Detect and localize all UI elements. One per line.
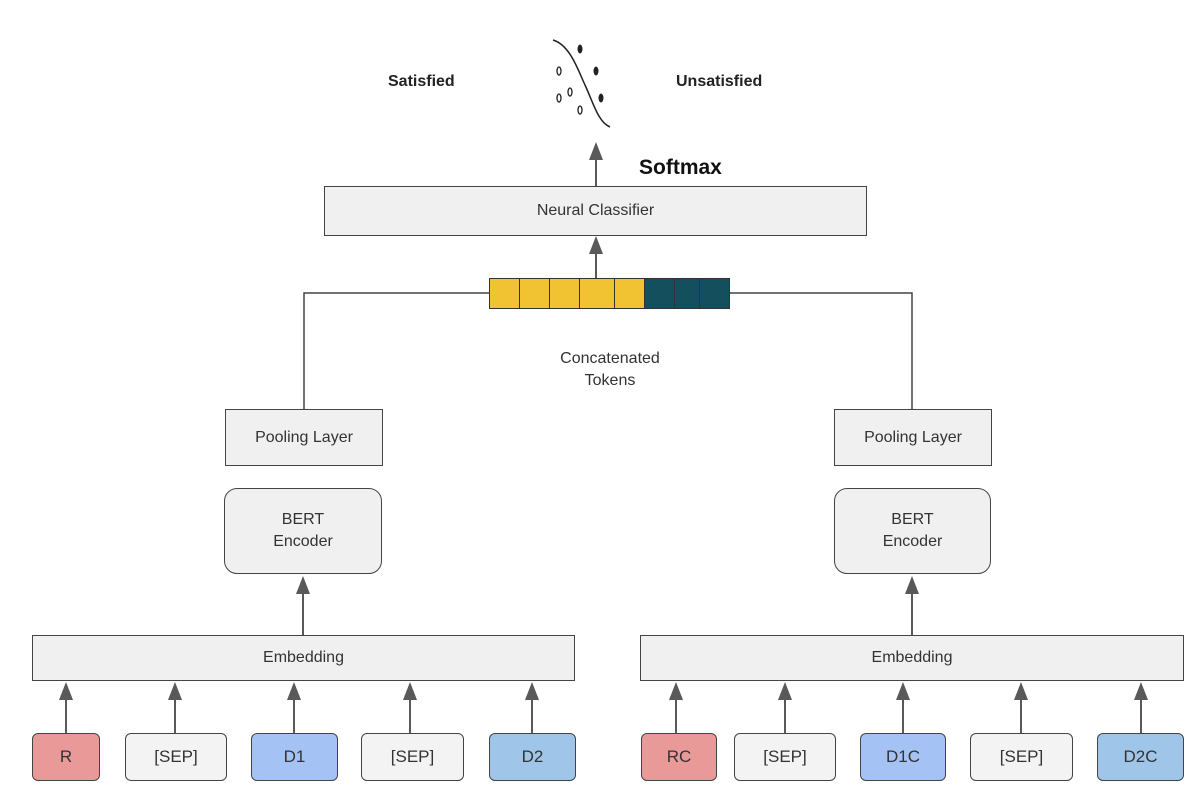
decision-curve — [552, 39, 611, 128]
arrowhead-right-token-4 — [1014, 682, 1028, 700]
right-encoder-line2: Encoder — [882, 533, 943, 550]
concat-cell-dark-1 — [644, 278, 675, 309]
right-bert-encoder: BERT Encoder — [834, 488, 991, 574]
point-filled-3 — [598, 93, 604, 103]
left-token-r: R — [32, 733, 100, 781]
arrowhead-left-token-4 — [403, 682, 417, 700]
line-left-pooling-to-concat — [303, 292, 489, 409]
right-encoder-line1: BERT — [891, 511, 934, 529]
arrowhead-right-token-3 — [896, 682, 910, 700]
arrowhead-right-embedding-encoder — [905, 576, 919, 594]
left-token-d2: D2 — [489, 733, 576, 781]
satisfied-label: Satisfied — [388, 73, 455, 90]
left-bert-encoder: BERT Encoder — [224, 488, 382, 574]
decision-boundary-icon — [552, 39, 611, 128]
concat-cell-yellow-2 — [519, 278, 550, 309]
point-open-4 — [577, 105, 583, 115]
arrowhead-concat-classifier — [589, 236, 603, 254]
point-filled-1 — [577, 44, 583, 54]
arrowhead-left-token-3 — [287, 682, 301, 700]
left-encoder-line2: Encoder — [273, 533, 333, 550]
point-filled-2 — [593, 66, 599, 76]
right-embedding: Embedding — [640, 635, 1184, 681]
concat-vector — [489, 278, 730, 309]
right-token-sep-1: [SEP] — [734, 733, 836, 781]
arrowhead-left-token-1 — [59, 682, 73, 700]
arrowhead-classifier-softmax — [589, 142, 603, 160]
neural-classifier-box: Neural Classifier — [324, 186, 867, 236]
concat-label-line2: Tokens — [584, 371, 636, 389]
line-right-pooling-to-concat — [729, 292, 913, 409]
right-token-d2c: D2C — [1097, 733, 1184, 781]
concat-cell-yellow-1 — [489, 278, 520, 309]
left-encoder-line1: BERT — [281, 511, 325, 529]
concat-cell-yellow-3 — [549, 278, 580, 309]
left-token-sep-1: [SEP] — [125, 733, 227, 781]
right-token-sep-2: [SEP] — [970, 733, 1073, 781]
left-token-sep-2: [SEP] — [361, 733, 464, 781]
left-embedding: Embedding — [32, 635, 575, 681]
unsatisfied-label: Unsatisfied — [676, 73, 763, 90]
point-open-1 — [556, 66, 562, 76]
arrowhead-left-token-5 — [525, 682, 539, 700]
arrowhead-right-token-1 — [669, 682, 683, 700]
left-pooling-layer: Pooling Layer — [225, 409, 383, 466]
arrowhead-right-token-5 — [1134, 682, 1148, 700]
concat-cell-dark-2 — [674, 278, 700, 309]
arrowhead-left-token-2 — [168, 682, 182, 700]
right-token-rc: RC — [641, 733, 717, 781]
concat-cell-dark-3 — [699, 278, 730, 309]
point-open-2 — [556, 93, 562, 103]
arrowhead-right-token-2 — [778, 682, 792, 700]
arrowhead-left-embedding-encoder — [296, 576, 310, 594]
right-pooling-layer: Pooling Layer — [834, 409, 992, 466]
softmax-label: Softmax — [639, 156, 722, 179]
right-token-d1c: D1C — [860, 733, 946, 781]
point-open-3 — [567, 87, 573, 97]
concat-cell-yellow-4 — [579, 278, 615, 309]
concat-cell-yellow-5 — [614, 278, 645, 309]
concat-label-line1: Concatenated — [560, 350, 660, 367]
concat-label: Concatenated Tokens — [540, 348, 680, 391]
left-token-d1: D1 — [251, 733, 338, 781]
